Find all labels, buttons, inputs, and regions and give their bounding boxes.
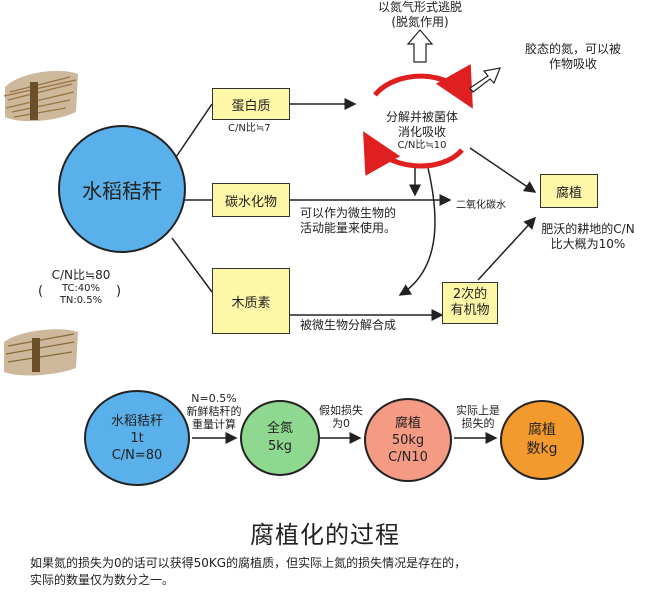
caption-line2: 实际的数量仅为数分之一。 (30, 573, 175, 587)
decompose-line2: 消化吸收 (397, 125, 446, 139)
carbohydrate-label: 碳水化物 (224, 194, 277, 210)
decompose-line1: 分解并被菌体 (385, 110, 458, 124)
lignin-box: 木质素 (212, 268, 290, 334)
hollow-arrow-right (469, 67, 501, 93)
flow-rice-straw-circle: 水稻秸秆 1t C/N=80 (84, 390, 190, 486)
carb-note-line2: 活动能量来使用。 (300, 221, 397, 235)
carbohydrate-box: 碳水化物 (212, 183, 290, 217)
denitrification-line1: 以氮气形式逃脱 (377, 0, 462, 14)
secondary-line1: 2次的 (452, 287, 488, 302)
protein-box: 蛋白质 (212, 88, 290, 120)
colloidal-line1: 胶态的氮，可以被 (524, 42, 621, 56)
denitrification-note: 以氮气形式逃脱 (脱氮作用) (365, 0, 475, 30)
tc-value: TC:40% (61, 283, 101, 294)
paren-left: ( (38, 284, 44, 299)
arrow-secondary-humus (477, 216, 537, 281)
cycle-arrow-bottom (363, 131, 464, 176)
fertile-line1: 肥沃的耕地的C/N (541, 222, 635, 236)
flow-humus-actual-circle: 腐植 数kg (500, 400, 584, 480)
flow-c4-l1: 腐植 (528, 422, 556, 438)
flow-humus-50kg-circle: 腐植 50kg C/N10 (364, 398, 452, 482)
carb-note-line1: 可以作为微生物的 (300, 206, 397, 220)
secondary-organic-box: 2次的 有机物 (442, 282, 498, 324)
flow-c1-l2: 1t (130, 430, 144, 446)
arrow-decompose-curve (398, 167, 436, 296)
hollow-arrow-up (406, 29, 434, 63)
flow-c1-l3: C/N=80 (111, 447, 163, 463)
flow-a1-l2: 新鲜秸秆的 (186, 405, 242, 418)
flow-arrow3-label: 实际上是 损失的 (452, 404, 504, 430)
flow-c2-l2: 5kg (267, 439, 293, 454)
caption: 如果氮的损失为0的话可以获得50KG的腐植质，但实际上氮的损失情况是存在的， 实… (30, 555, 466, 589)
cn-left-group: C/N比≒80 TC:40% TN:0.5% (36, 268, 126, 307)
flow-a3-l2: 损失的 (461, 417, 495, 430)
rice-straw-label: 水稻秸秆 (82, 178, 162, 203)
cn-ratio-80: C/N比≒80 (51, 268, 111, 282)
carb-note: 可以作为微生物的 活动能量来使用。 (300, 206, 396, 236)
flow-a1-l1: N=0.5% (191, 392, 237, 405)
flow-arrow2-label: 假如损失 为0 (316, 404, 366, 430)
page-title: 腐植化的过程 (250, 521, 400, 549)
straw-bundle-image-2 (4, 329, 78, 376)
flow-a2-l1: 假如损失 (319, 404, 363, 417)
colloidal-nitrogen-note: 胶态的氮，可以被 作物吸收 (498, 42, 648, 72)
caption-line1: 如果氮的损失为0的话可以获得50KG的腐植质，但实际上氮的损失情况是存在的， (30, 556, 467, 570)
fertile-soil-note: 肥沃的耕地的C/N 比大概为10% (528, 222, 648, 252)
paren-right: ) (116, 284, 122, 299)
co2-water-note: 二氧化碳水 (456, 200, 506, 211)
fertile-line2: 比大概为10% (550, 237, 626, 251)
line-to-lignin (171, 237, 213, 293)
flow-c3-l1: 腐植 (394, 415, 421, 431)
flow-a1-l3: 重量计算 (192, 418, 236, 431)
flow-c4-l2: 数kg (526, 441, 558, 457)
flow-c2-l1: 全氮 (266, 421, 293, 436)
secondary-line2: 有机物 (450, 303, 490, 318)
denitrification-line2: (脱氮作用) (391, 15, 449, 29)
flow-total-nitrogen-circle: 全氮 5kg (240, 400, 320, 476)
flow-arrow1-label: N=0.5% 新鲜秸秆的 重量计算 (182, 392, 246, 431)
humus-label: 腐植 (555, 185, 582, 201)
decompose-cn: C/N比≒10 (397, 140, 447, 151)
flow-a2-l2: 为0 (332, 417, 350, 430)
flow-c3-l2: 50kg (391, 432, 425, 448)
straw-bundle-image (3, 70, 78, 122)
flow-a3-l1: 实际上是 (456, 404, 500, 417)
arrow-decompose-humus (469, 147, 537, 193)
lignin-label: 木质素 (231, 295, 271, 311)
line-to-protein (171, 103, 213, 164)
protein-label: 蛋白质 (231, 98, 271, 114)
lignin-note: 被微生物分解合成 (300, 318, 397, 332)
tn-value: TN:0.5% (59, 295, 103, 306)
decompose-note: 分解并被菌体 消化吸收 C/N比≒10 (372, 110, 472, 152)
colloidal-line2: 作物吸收 (548, 57, 597, 71)
flow-c1-l1: 水稻秸秆 (110, 413, 163, 429)
flow-c3-l3: C/N10 (388, 449, 428, 465)
cycle-arrow-top (373, 64, 473, 109)
humus-box: 腐植 (540, 174, 598, 208)
protein-cn: C/N比≒7 (228, 123, 271, 134)
rice-straw-circle: 水稻秸秆 (58, 125, 186, 253)
